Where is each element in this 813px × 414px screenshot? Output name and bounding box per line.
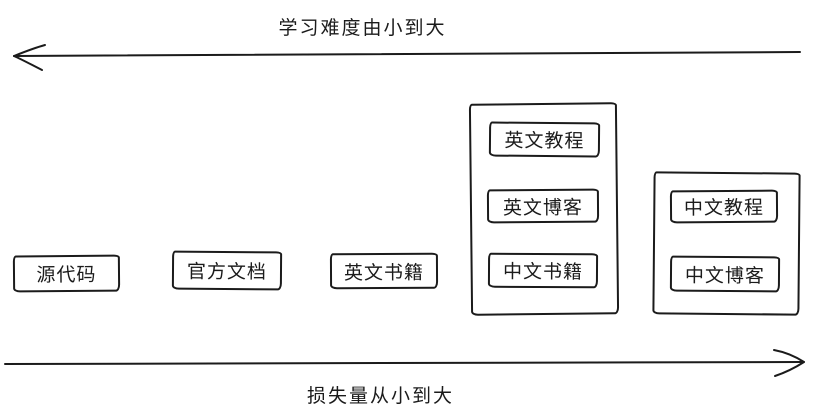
node-english-tutorials: 英文教程 (488, 121, 601, 158)
right-arrow (4, 349, 805, 377)
node-chinese-books: 中文书籍 (487, 252, 599, 289)
left-arrow (13, 44, 801, 71)
bottom-axis-label: 损失量从小到大 (306, 386, 454, 407)
node-english-books: 英文书籍 (329, 252, 439, 290)
node-official-docs: 官方文档 (171, 250, 283, 291)
node-english-blogs: 英文博客 (486, 188, 600, 224)
node-source-code: 源代码 (12, 254, 121, 293)
node-chinese-blogs: 中文博客 (669, 255, 781, 293)
node-chinese-tutorials: 中文教程 (669, 189, 779, 224)
top-axis-label: 学习难度由小到大 (278, 18, 447, 39)
